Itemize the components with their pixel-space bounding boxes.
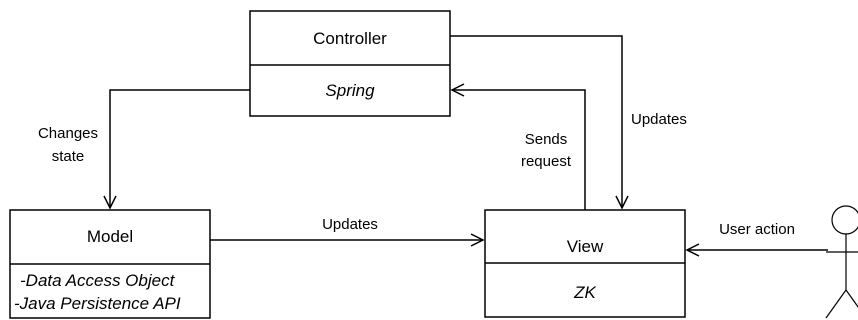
model-detail-dao: -Data Access Object bbox=[20, 271, 176, 290]
controller-updates-view-arrow: Updates bbox=[450, 35, 687, 210]
model-updates-view-arrow: Updates bbox=[210, 216, 485, 247]
view-box: View ZK bbox=[484, 209, 686, 318]
sends-request-label-line2: request bbox=[521, 153, 572, 170]
model-detail-jpa: -Java Persistence API bbox=[14, 294, 181, 313]
sends-request-label-line1: Sends bbox=[525, 131, 568, 148]
user-action-label: User action bbox=[719, 221, 795, 238]
changes-state-label-line2: state bbox=[52, 148, 85, 165]
controller-tech: Spring bbox=[325, 81, 375, 100]
controller-title: Controller bbox=[313, 29, 387, 48]
controller-box: Controller Spring bbox=[249, 10, 451, 117]
model-box: Model -Data Access Object -Java Persiste… bbox=[9, 209, 211, 319]
model-title: Model bbox=[87, 227, 133, 246]
view-title: View bbox=[567, 237, 604, 256]
user-action-arrow: User action bbox=[685, 221, 828, 257]
view-tech: ZK bbox=[573, 283, 596, 302]
user-actor-icon bbox=[825, 205, 858, 319]
controller-updates-label: Updates bbox=[631, 111, 687, 128]
model-updates-label: Updates bbox=[322, 216, 378, 233]
changes-state-label-line1: Changes bbox=[38, 125, 98, 142]
sends-request-arrow: Sends request bbox=[450, 83, 586, 210]
changes-state-arrow: Changes state bbox=[38, 89, 250, 210]
